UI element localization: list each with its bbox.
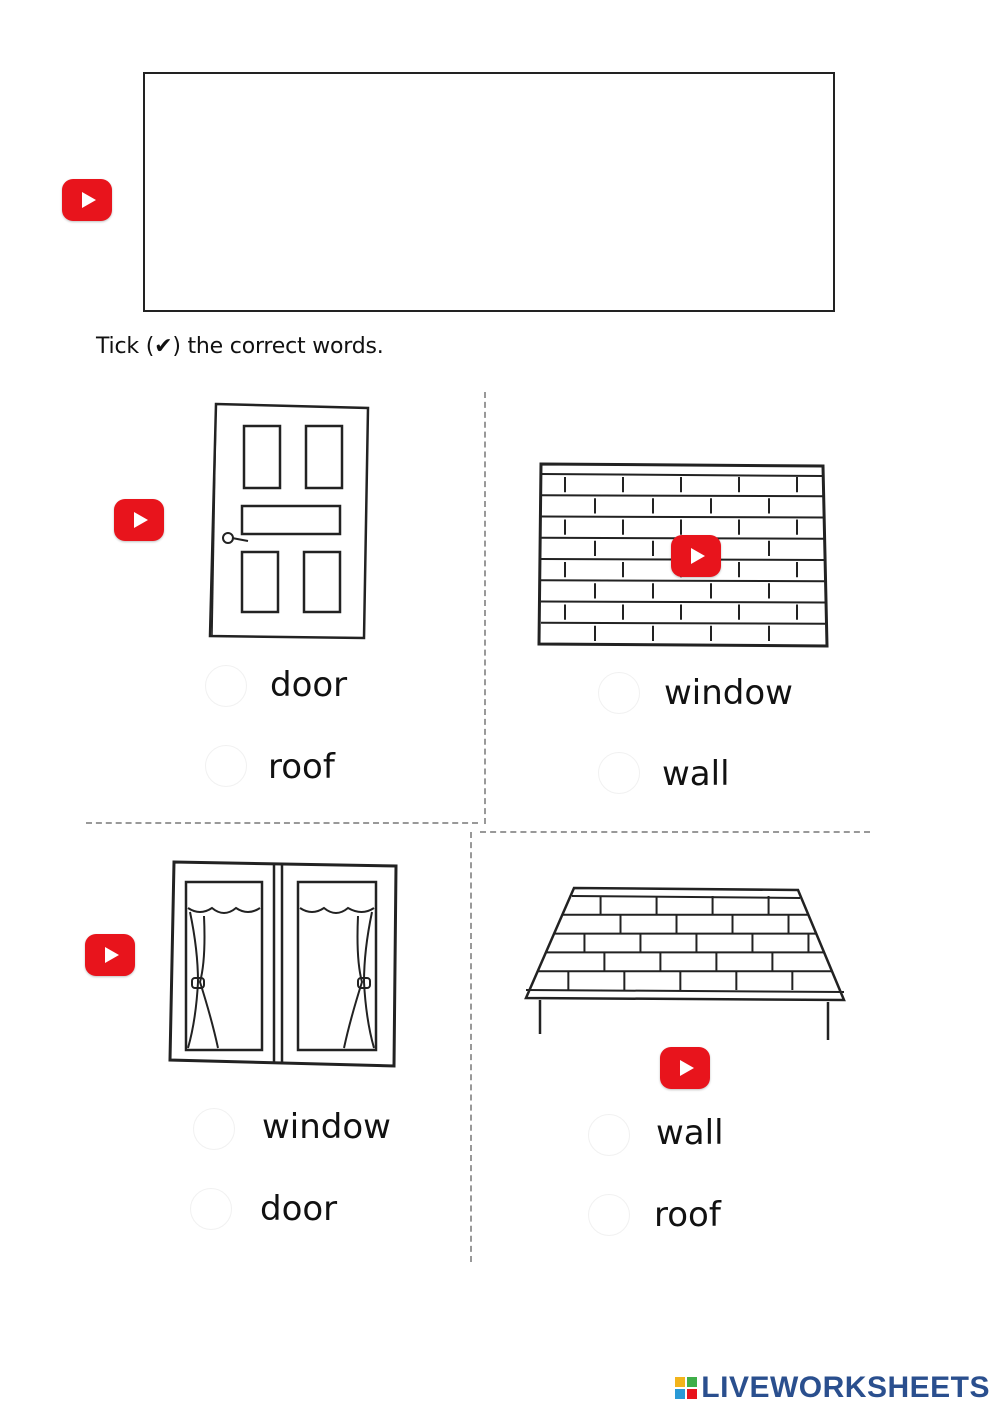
play-audio-button-door[interactable] xyxy=(114,499,164,541)
radio-door-option-2[interactable] xyxy=(205,745,247,787)
option-label: door xyxy=(260,1189,338,1229)
radio-door-option-1[interactable] xyxy=(205,665,247,707)
option-label: window xyxy=(664,673,793,713)
divider-vertical-bottom xyxy=(470,832,472,1262)
instruction-after: ) the correct words. xyxy=(172,334,384,359)
radio-window-option-2[interactable] xyxy=(190,1188,232,1230)
divider-horizontal-right xyxy=(480,831,870,833)
answer-box[interactable] xyxy=(143,72,835,312)
window-illustration xyxy=(168,860,398,1068)
option-label: door xyxy=(270,665,348,705)
play-audio-button-wall[interactable] xyxy=(671,535,721,577)
radio-wall-option-1[interactable] xyxy=(598,672,640,714)
roof-illustration xyxy=(524,886,846,1040)
option-label: window xyxy=(262,1107,391,1147)
play-audio-button-window[interactable] xyxy=(85,934,135,976)
radio-roof-option-2[interactable] xyxy=(588,1194,630,1236)
liveworksheets-logo: LIVEWORKSHEETS xyxy=(675,1371,990,1405)
divider-vertical-top xyxy=(484,392,486,824)
option-label: wall xyxy=(656,1113,724,1153)
instruction-before: Tick ( xyxy=(96,334,155,359)
radio-window-option-1[interactable] xyxy=(193,1108,235,1150)
play-audio-button-intro[interactable] xyxy=(62,179,112,221)
tick-mark-icon: ✔ xyxy=(154,334,173,359)
brand-name: LIVEWORKSHEETS xyxy=(701,1371,990,1404)
radio-wall-option-2[interactable] xyxy=(598,752,640,794)
divider-horizontal-left xyxy=(86,822,478,824)
radio-roof-option-1[interactable] xyxy=(588,1114,630,1156)
instruction: Tick (✔) the correct words. xyxy=(96,334,384,359)
option-label: roof xyxy=(654,1195,721,1235)
door-illustration xyxy=(208,402,370,640)
play-audio-button-roof[interactable] xyxy=(660,1047,710,1089)
option-label: wall xyxy=(662,754,730,794)
option-label: roof xyxy=(268,747,335,787)
liveworksheets-icon xyxy=(675,1377,698,1399)
